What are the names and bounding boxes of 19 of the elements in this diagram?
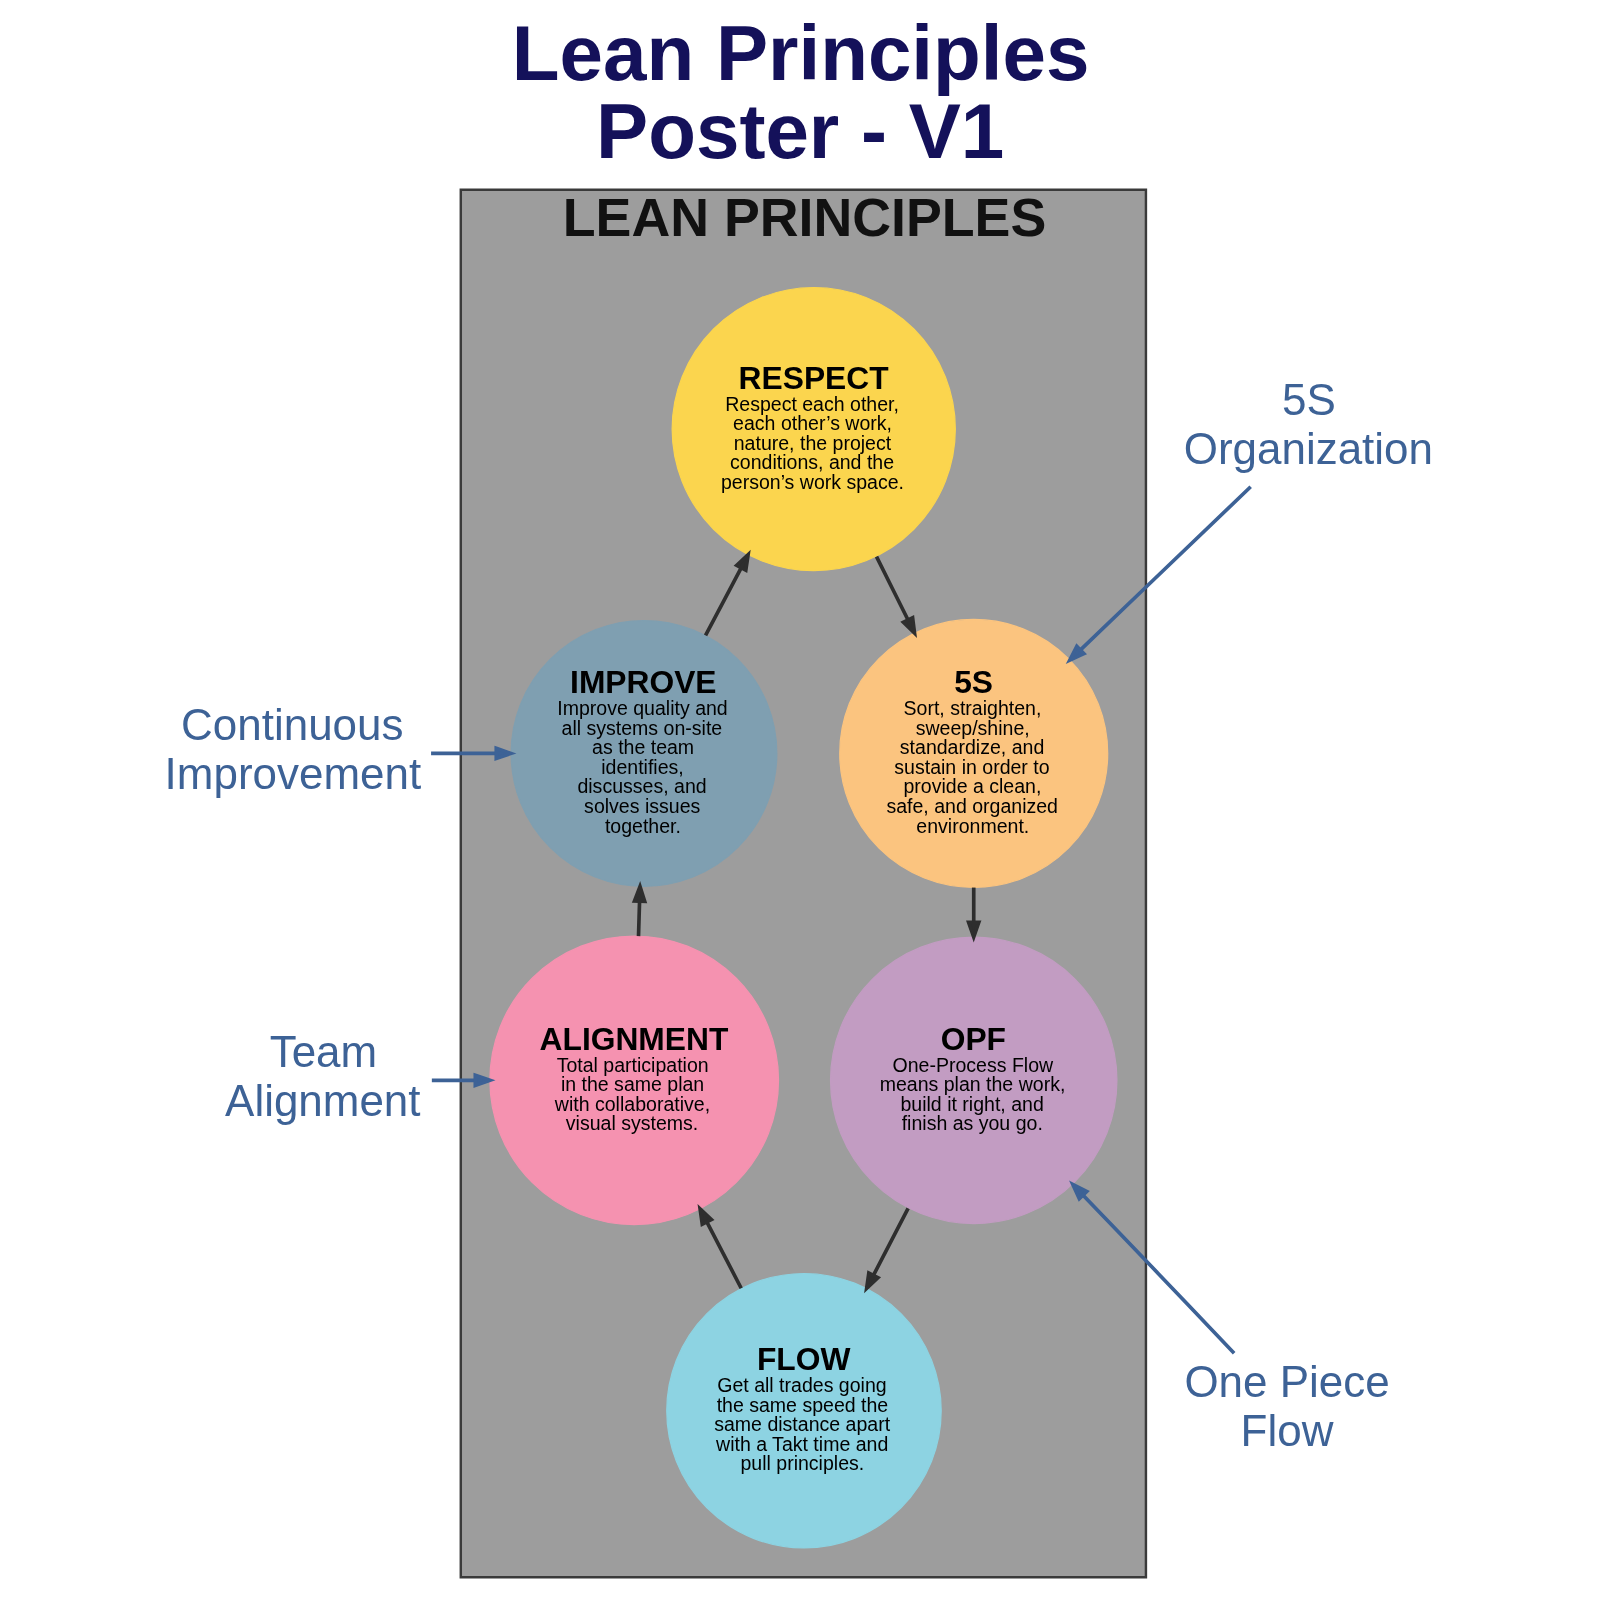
arrow: [874, 555, 917, 638]
arrow: [631, 880, 648, 936]
arrow: [864, 1207, 910, 1293]
arrow: [1069, 1180, 1236, 1354]
arrow: [703, 549, 751, 636]
node-circle: 5S Sort, straighten, sweep/shine, standardize, and sustain in order to provide a clean, safe, and organized environment.: [839, 618, 1109, 888]
node-circle: OPF One-Process Flow means plan the work, build it right, and finish as you go.: [829, 936, 1118, 1224]
arrow: [431, 1072, 496, 1088]
arrow: [697, 1203, 743, 1289]
node-text: One Piece Flow: [1184, 1356, 1390, 1455]
node-text: Team Alignment: [225, 1026, 421, 1125]
node-text: 5S Organization: [1183, 374, 1434, 473]
arrow: [966, 887, 982, 942]
arrow: [1065, 484, 1252, 664]
node-circle: IMPROVE Improve quality and all systems on-site as the team identifies, discusses, and solves issues together.: [510, 619, 778, 887]
node-circle: FLOW Get all trades going the same speed the same distance apart with a Takt time and pull principles.: [666, 1272, 942, 1549]
node-text: Continuous Improvement: [164, 699, 422, 798]
diagram-title: Lean Principles Poster - V1: [511, 8, 1090, 175]
arrow: [431, 745, 517, 761]
